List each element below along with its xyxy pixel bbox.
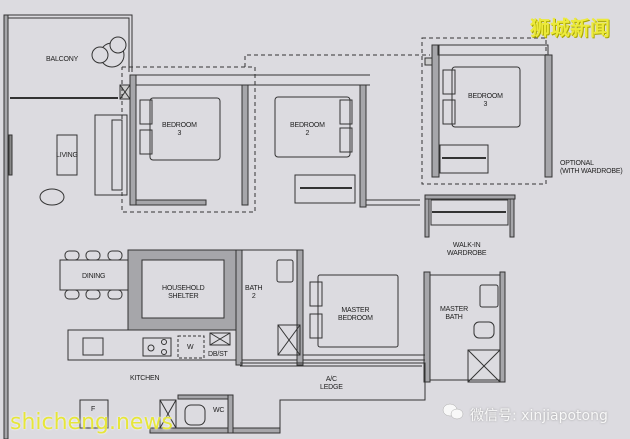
room-label-master-bath: MASTER BATH	[440, 306, 468, 321]
room-label-household-shelter: HOUSEHOLD SHELTER	[162, 285, 205, 300]
room-label-bedroom-3: BEDROOM 3	[162, 122, 197, 137]
room-label-balcony: BALCONY	[46, 56, 79, 63]
watermark-bottom-left: shicheng.news	[10, 410, 173, 435]
room-label-kitchen: KITCHEN	[130, 375, 160, 382]
wechat-icon	[442, 403, 464, 420]
fridge-label: F	[91, 406, 96, 413]
washer-label: W	[187, 344, 194, 351]
db-st-label: DB/ST	[208, 351, 228, 358]
watermark-top-right: 狮城新闻	[530, 16, 610, 40]
room-label-dining: DINING	[82, 273, 106, 280]
room-label-bath-2: BATH 2	[245, 285, 263, 300]
optional-wardrobe-note: OPTIONAL (WITH WARDROBE)	[560, 160, 623, 175]
room-label-walk-in-wardrobe: WALK-IN WARDROBE	[447, 242, 487, 257]
watermark-bottom-right: 微信号: xinjiapotong	[470, 408, 608, 424]
room-label-bedroom-3-optional: BEDROOM 3	[468, 93, 503, 108]
room-label-wc: WC	[213, 407, 225, 414]
room-label-living: LIVING	[56, 152, 78, 159]
room-label-ac-ledge: A/C LEDGE	[320, 376, 343, 391]
room-label-master-bedroom: MASTER BEDROOM	[338, 307, 373, 322]
room-label-bedroom-2: BEDROOM 2	[290, 122, 325, 137]
